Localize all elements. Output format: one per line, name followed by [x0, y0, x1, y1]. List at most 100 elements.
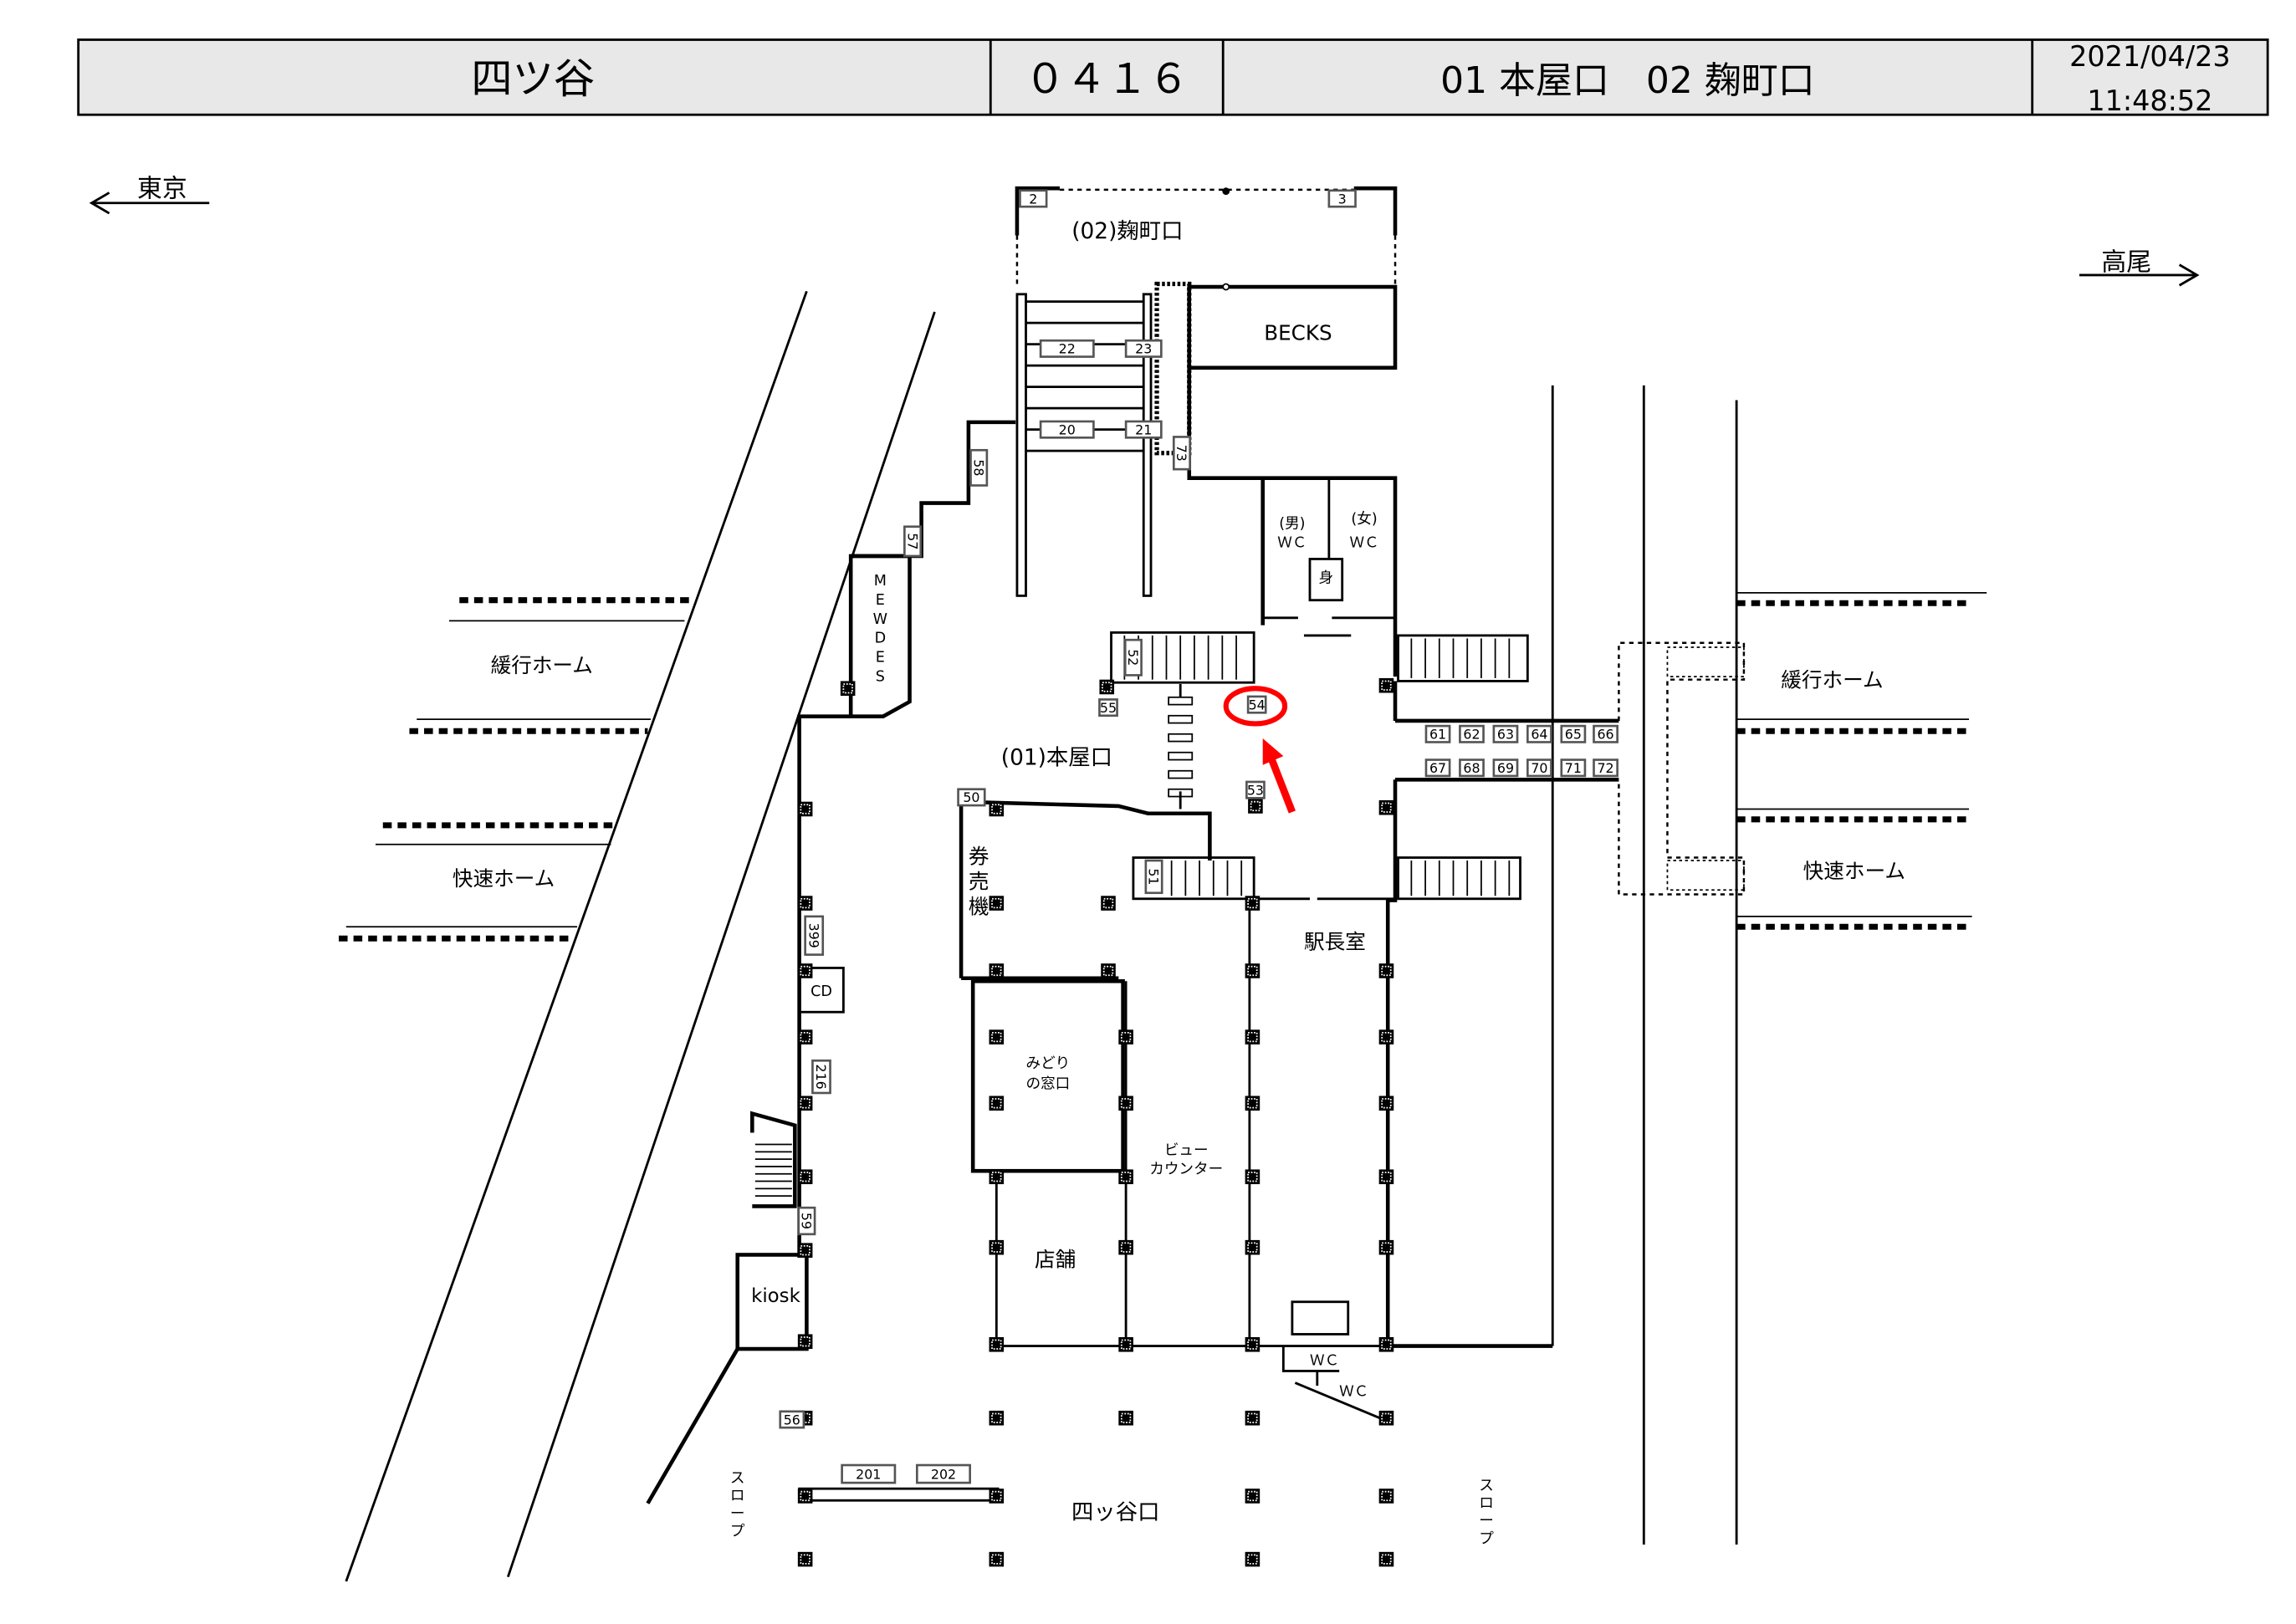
svg-text:71: 71 [1565, 760, 1582, 776]
mewdes-label: W [873, 611, 887, 628]
ad-board-54: 54 [1246, 695, 1267, 714]
platforms-right: 緩行ホーム 快速ホーム [1618, 592, 1987, 930]
svg-text:53: 53 [1247, 782, 1264, 798]
svg-text:201: 201 [856, 1466, 881, 1482]
ad-board-3: 3 [1327, 189, 1357, 208]
mewdes-label: M [874, 573, 887, 590]
accessible-toilet: 身 [1319, 570, 1334, 587]
wc-men: (男) [1279, 516, 1305, 533]
ad-board-63: 63 [1492, 724, 1519, 743]
slope-label: ス [1479, 1478, 1494, 1494]
ad-board-56: 56 [779, 1410, 805, 1429]
header-bar: 四ツ谷 ０４１６ 01 本屋口 02 麹町口 2021/04/23 11:48:… [77, 38, 2269, 117]
slope-label: ス [730, 1470, 745, 1487]
station-name: 四ツ谷 [471, 54, 595, 103]
ad-board-20: 20 [1039, 420, 1095, 439]
svg-text:快速ホーム: 快速ホーム [453, 866, 555, 891]
svg-text:69: 69 [1497, 760, 1514, 776]
svg-text:67: 67 [1429, 760, 1446, 776]
svg-text:50: 50 [963, 789, 979, 805]
exit-list: 01 本屋口 02 麹町口 [1440, 59, 1815, 102]
svg-text:緩行ホーム: 緩行ホーム [1781, 667, 1883, 692]
ad-board-73: 73 [1172, 436, 1191, 471]
slope-label: ー [730, 1505, 745, 1522]
ad-board-71: 71 [1560, 758, 1587, 778]
ad-board-59: 59 [797, 1206, 816, 1236]
svg-text:52: 52 [1125, 649, 1141, 666]
ad-board-65: 65 [1560, 724, 1587, 743]
ad-board-22: 22 [1039, 339, 1095, 358]
highlight-circle [1223, 686, 1288, 727]
mewdes-label: S [876, 668, 885, 685]
view-counter: ビュー [1164, 1142, 1209, 1159]
svg-text:61: 61 [1429, 727, 1446, 743]
ticket-machines-label: 売 [969, 869, 989, 893]
slope-label: プ [1479, 1530, 1494, 1547]
ad-board-202: 202 [916, 1463, 971, 1484]
ad-board-216: 216 [811, 1059, 831, 1095]
yotsuya-exit: 四ッ谷口 [1071, 1500, 1160, 1525]
svg-text:2: 2 [1029, 191, 1037, 207]
highlight-marker [1223, 686, 1296, 814]
ad-board-66: 66 [1593, 724, 1618, 743]
mewdes-label: D [875, 631, 887, 647]
svg-text:(02)麹町口: (02)麹町口 [1071, 219, 1183, 244]
mewdes-label: E [876, 650, 885, 666]
svg-text:21: 21 [1135, 421, 1152, 437]
svg-text:62: 62 [1463, 727, 1480, 743]
svg-text:59: 59 [799, 1213, 815, 1229]
highlight-arrow [1268, 758, 1296, 814]
ad-board-64: 64 [1526, 724, 1552, 743]
ticket-machines-label: 機 [969, 894, 989, 918]
slope-label: ロ [730, 1488, 745, 1504]
kiosk: kiosk [751, 1285, 800, 1307]
ad-board-57: 57 [903, 525, 923, 558]
svg-text:57: 57 [904, 533, 920, 549]
svg-text:216: 216 [813, 1065, 829, 1090]
svg-text:64: 64 [1531, 727, 1547, 743]
ad-board-55: 55 [1098, 698, 1118, 718]
ad-board-201: 201 [841, 1463, 897, 1484]
ad-board-61: 61 [1424, 724, 1451, 743]
direction-tokyo: 東京 [89, 175, 210, 215]
kojimachi-area: (02)麹町口 BECKS [797, 186, 1398, 1258]
svg-text:66: 66 [1597, 727, 1613, 743]
wc-women: (女) [1351, 511, 1377, 528]
svg-text:22: 22 [1059, 341, 1076, 357]
svg-text:23: 23 [1135, 341, 1152, 357]
shop: 店舗 [1035, 1248, 1076, 1272]
wc-label-1: ＷＣ [1310, 1352, 1339, 1369]
svg-text:73: 73 [1174, 445, 1189, 462]
svg-text:63: 63 [1497, 727, 1514, 743]
svg-text:快速ホーム: 快速ホーム [1803, 859, 1905, 883]
svg-text:56: 56 [784, 1412, 800, 1427]
ad-board-51: 51 [1144, 859, 1163, 895]
date: 2021/04/23 [2069, 40, 2231, 73]
svg-text:3: 3 [1338, 191, 1347, 207]
svg-text:の窓口: の窓口 [1026, 1076, 1071, 1093]
svg-text:58: 58 [970, 459, 986, 476]
tracks [345, 290, 1738, 1582]
svg-text:高尾: 高尾 [2101, 248, 2151, 278]
svg-text:20: 20 [1059, 421, 1076, 437]
svg-text:68: 68 [1463, 760, 1480, 776]
svg-text:70: 70 [1531, 760, 1547, 776]
ad-board-50: 50 [957, 788, 986, 807]
mewdes-label: E [876, 592, 885, 609]
svg-text:55: 55 [1100, 700, 1117, 716]
cd-atm: CD [811, 983, 832, 1000]
ad-board-23: 23 [1124, 339, 1163, 358]
ad-board-69: 69 [1492, 758, 1519, 778]
svg-text:(01)本屋口: (01)本屋口 [1001, 746, 1112, 771]
direction-takao: 高尾 [2079, 248, 2200, 287]
svg-text:54: 54 [1249, 697, 1266, 712]
ad-board-2: 2 [1019, 189, 1048, 208]
svg-text:ＷＣ: ＷＣ [1350, 534, 1379, 551]
pillar [1118, 1029, 1133, 1044]
station-code: ０４１６ [1025, 54, 1189, 103]
slope-label: プ [730, 1523, 745, 1540]
ad-board-399: 399 [804, 915, 825, 956]
